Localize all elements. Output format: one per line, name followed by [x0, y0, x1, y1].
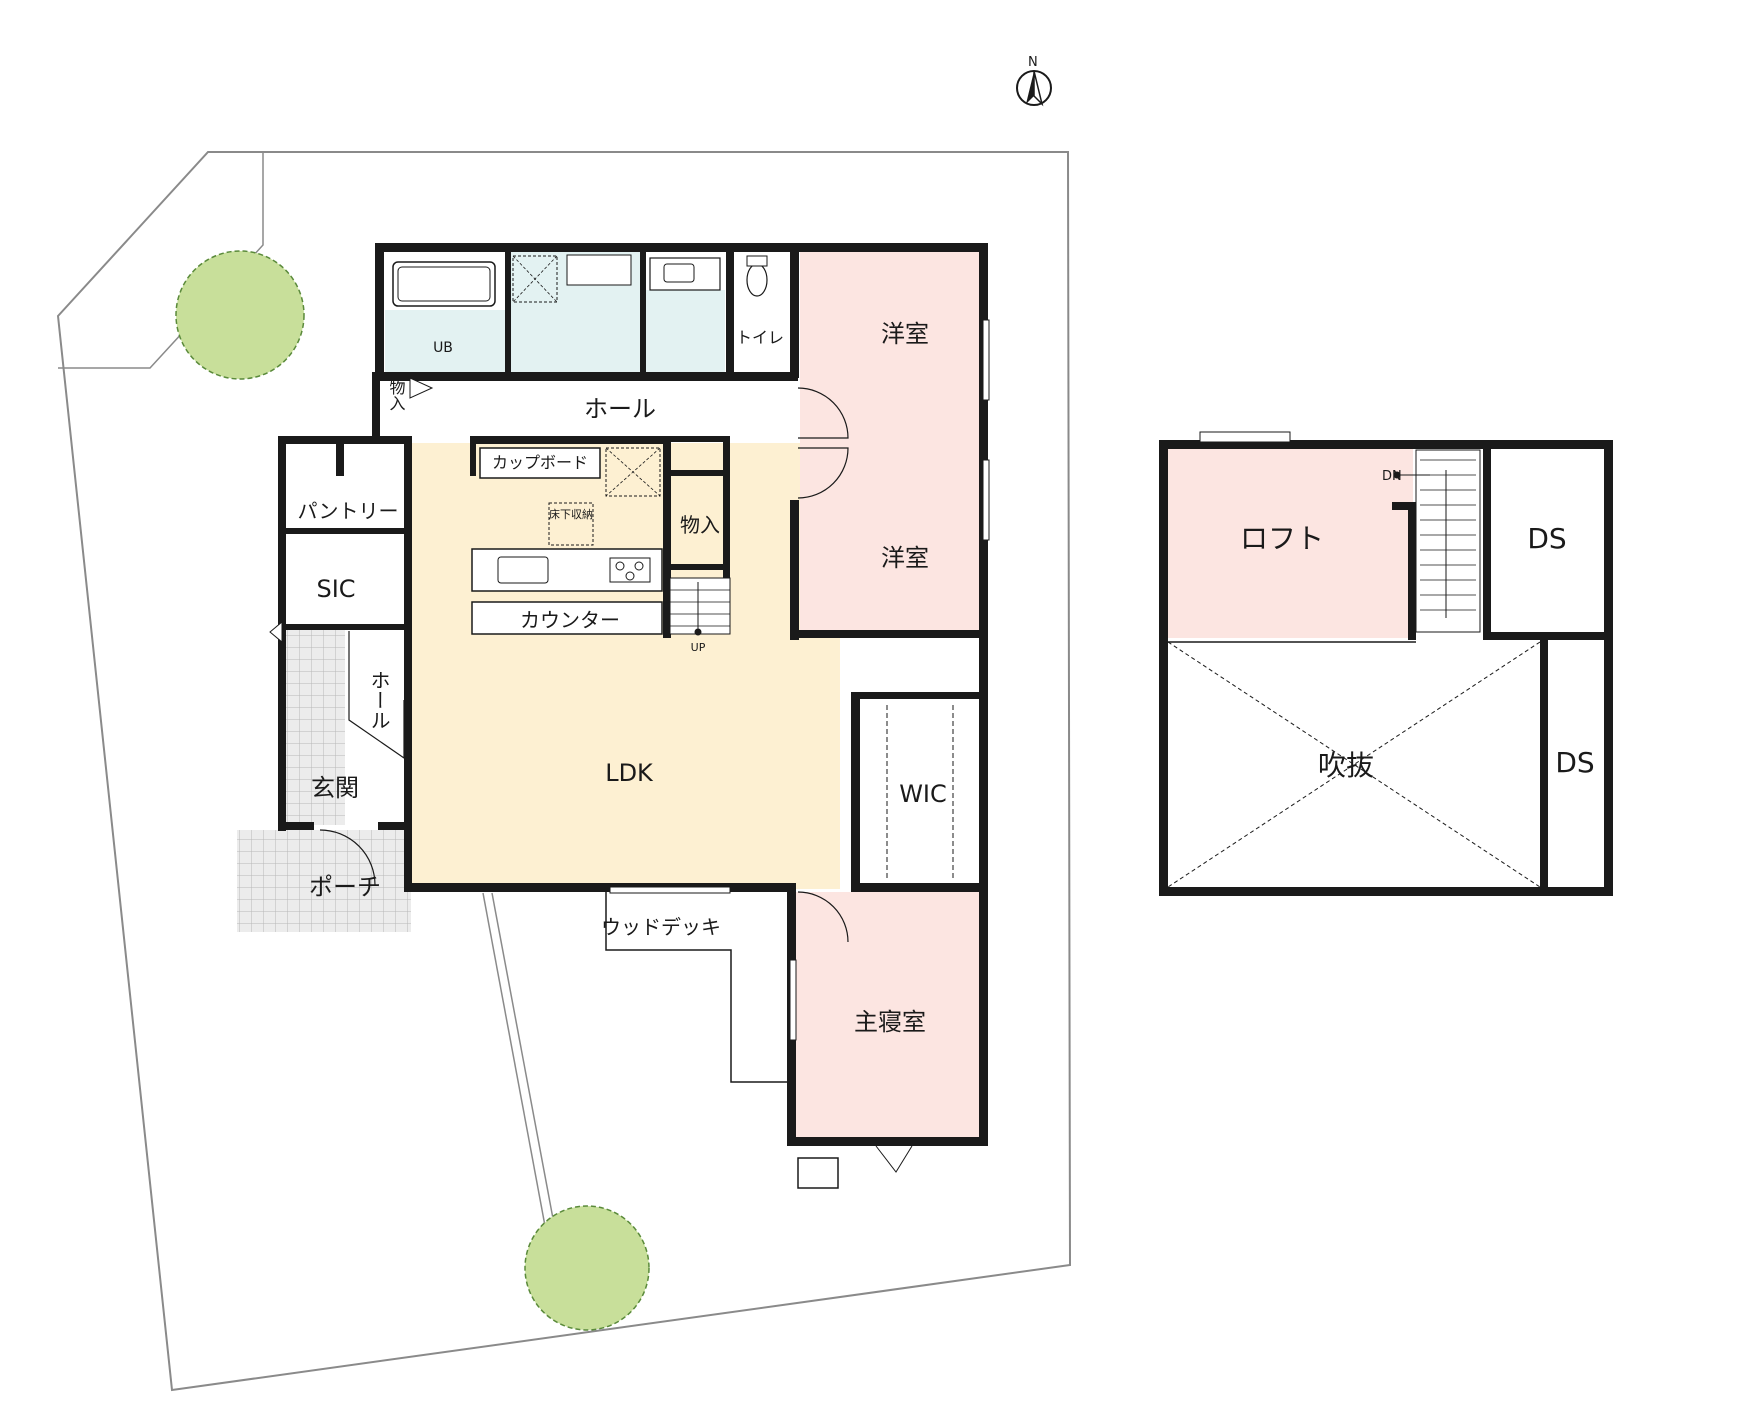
room-label-monoire-kitchen: 物入 — [680, 513, 720, 537]
room-label-master-bedroom: 主寝室 — [854, 1008, 926, 1036]
north-label: N — [1028, 55, 1038, 70]
room-label-youshitsu1: 洋室 — [881, 320, 929, 348]
room-label-entrance-hall: ホール — [367, 670, 391, 730]
north-compass-icon: N — [1016, 55, 1052, 107]
stairs-up-label: UP — [691, 641, 706, 654]
room-label-sic: SIC — [316, 575, 355, 603]
stairs-down-label: DN — [1382, 469, 1402, 484]
room-label-wood-deck: ウッドデッキ — [601, 915, 721, 939]
room-label-ub: UB — [433, 340, 453, 356]
bedroom2-floor — [800, 445, 986, 635]
master-bedroom-floor — [796, 892, 986, 1145]
room-label-ldk: LDK — [605, 759, 654, 787]
room-label-loft: ロフト — [1240, 522, 1324, 555]
room-label-porch: ポーチ — [309, 873, 381, 901]
bedroom1-floor — [800, 250, 986, 445]
room-label-ds-top: DS — [1527, 522, 1566, 555]
loft-walls — [1159, 440, 1613, 896]
loft-floor — [1168, 448, 1413, 638]
room-label-ds-bottom: DS — [1555, 746, 1594, 779]
room-label-counter: カウンター — [520, 608, 620, 632]
tree-icon — [524, 1205, 650, 1331]
room-label-genkan: 玄関 — [311, 774, 359, 802]
bathroom-floor — [385, 310, 505, 374]
room-label-youshitsu2: 洋室 — [881, 544, 929, 572]
room-label-wic: WIC — [899, 780, 947, 808]
genkan-tile — [285, 630, 345, 825]
room-label-cupboard: カップボード — [492, 453, 588, 472]
room-label-monoire-hall: 物入 — [387, 379, 406, 411]
tree-icon — [175, 250, 305, 380]
room-label-pantry: パントリー — [298, 499, 399, 523]
room-label-fukinuke: 吹抜 — [1318, 749, 1374, 782]
porch-tile — [237, 830, 411, 932]
room-label-underfloor-storage: 床下収納 — [549, 507, 593, 521]
room-label-toilet: トイレ — [736, 328, 784, 347]
room-label-hall: ホール — [584, 395, 656, 423]
site-boundary — [56, 151, 1072, 1392]
